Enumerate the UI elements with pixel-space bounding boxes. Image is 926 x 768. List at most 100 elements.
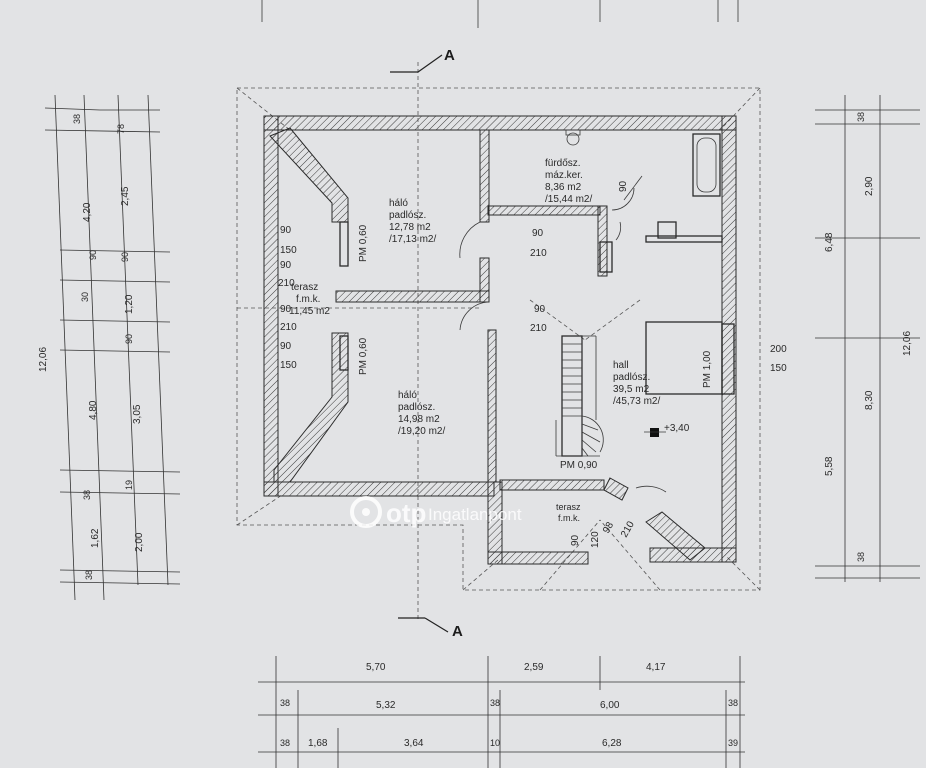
room-hall-area: 39,5 m2 xyxy=(613,384,650,395)
left-inner-dim-8: 2,00 xyxy=(134,532,145,552)
room-labels: háló padlósz. 12,78 m2 /17,13 m2/ fürdős… xyxy=(289,158,660,523)
top-edge-lines xyxy=(261,0,739,28)
right-dimension-chain: 38 2,90 6,48 8,30 5,58 38 12,06 xyxy=(815,95,920,582)
bottom-row2-dim-1: 38 xyxy=(280,698,290,708)
left-outer-dim-4: 30 xyxy=(80,292,90,302)
bottom-row1-dim-1: 5,70 xyxy=(366,662,386,673)
right-dim-6: 38 xyxy=(856,552,866,562)
right-dim-3: 6,48 xyxy=(824,232,835,252)
right-dim-total: 12,06 xyxy=(902,331,913,356)
door-bath-width: 90 xyxy=(532,228,544,239)
room-bedroom-bottom-name: háló xyxy=(398,390,417,401)
watermark: otp Ingatlanpont xyxy=(350,496,522,528)
room-terrace-left-floor: f.m.k. xyxy=(296,294,320,305)
left-outer-dim-5: 4,80 xyxy=(88,400,99,420)
bath-door-90: 90 xyxy=(618,180,629,192)
left-outer-dim-2: 4,20 xyxy=(82,202,93,222)
hall-window-box xyxy=(339,221,735,395)
room-bathroom-area-total: /15,44 m2/ xyxy=(545,194,592,205)
left-dim-total: 12,06 xyxy=(38,347,49,372)
pm-stairs-label: PM 0,90 xyxy=(560,460,598,471)
opening-90-c: 90 xyxy=(280,304,292,315)
door-bath-height: 210 xyxy=(530,248,547,259)
bottom-row3-dim-4: 10 xyxy=(490,738,500,748)
left-inner-dim-2: 2,45 xyxy=(120,186,131,206)
knee-walls xyxy=(269,127,706,561)
right-dim-2: 2,90 xyxy=(864,176,875,196)
left-inner-dim-3: 90 xyxy=(120,252,130,262)
room-hall-area-total: /45,73 m2/ xyxy=(613,396,660,407)
right-dim-5: 5,58 xyxy=(824,456,835,476)
level-marker-label: +3,40 xyxy=(664,423,690,434)
watermark-brand: otp xyxy=(386,498,426,528)
exterior-walls xyxy=(263,115,737,565)
room-bedroom-top-area-total: /17,13 m2/ xyxy=(389,234,436,245)
pm-top-label: PM 0,60 xyxy=(358,224,369,262)
room-terrace-left-name: terasz xyxy=(291,282,318,293)
section-mark-bottom: A xyxy=(452,623,463,640)
room-terrace-bottom-floor: f.m.k. xyxy=(558,513,580,523)
room-terrace-left-area: 11,45 m2 xyxy=(289,306,330,317)
bottom-row2-dim-4: 6,00 xyxy=(600,700,620,711)
bottom-row2-dim-3: 38 xyxy=(490,698,500,708)
bathroom-fixtures xyxy=(565,129,721,273)
opening-90-b: 90 xyxy=(280,260,292,271)
bottom-row3-dim-3: 3,64 xyxy=(404,738,424,749)
room-bedroom-bottom-area-total: /19,20 m2/ xyxy=(398,426,445,437)
left-outer-dim-3: 90 xyxy=(88,250,98,260)
section-mark-top: A xyxy=(444,47,455,64)
room-bathroom-area: 8,36 m2 xyxy=(545,182,582,193)
room-bedroom-top-floor: padlósz. xyxy=(389,210,426,221)
door-mid-width: 90 xyxy=(534,304,546,315)
opening-90-d: 90 xyxy=(280,341,292,352)
window-200: 200 xyxy=(770,344,787,355)
terrace-door-90: 90 xyxy=(570,534,581,546)
door-swings xyxy=(459,187,667,493)
left-inner-dim-1: 78 xyxy=(116,124,126,134)
bottom-row3-dim-6: 39 xyxy=(728,738,738,748)
room-hall-floor: padlósz. xyxy=(613,372,650,383)
left-outer-dim-6: 38 xyxy=(82,490,92,500)
left-outer-dim-8: 38 xyxy=(84,570,94,580)
pm-hall-label: PM 1,00 xyxy=(702,350,713,388)
room-terrace-bottom-name: terasz xyxy=(556,502,581,512)
section-line-a: A A xyxy=(390,47,463,640)
bottom-row1-dim-2: 2,59 xyxy=(524,662,544,673)
bottom-row3-dim-1: 38 xyxy=(280,738,290,748)
room-bathroom-name: fürdősz. xyxy=(545,158,581,169)
bottom-row2-dim-2: 5,32 xyxy=(376,700,396,711)
level-marker: +3,40 xyxy=(644,423,690,437)
bottom-dimension-chain: 5,70 2,59 4,17 38 5,32 38 6,00 38 38 1,6… xyxy=(258,656,745,768)
terrace-door-120: 120 xyxy=(590,531,601,548)
bottom-row1-dim-3: 4,17 xyxy=(646,662,666,673)
window-150: 150 xyxy=(770,363,787,374)
opening-210-b: 210 xyxy=(280,322,297,333)
room-bedroom-top-area: 12,78 m2 xyxy=(389,222,431,233)
staircase xyxy=(555,335,604,457)
left-outer-dim-7: 1,62 xyxy=(90,528,101,548)
left-outer-dim-1: 38 xyxy=(72,114,82,124)
terrace-door-98: 98 xyxy=(601,520,616,536)
left-dimension-chain: 12,06 38 4,20 90 30 4,80 38 1,62 38 78 2… xyxy=(38,94,181,601)
opening-150-b: 150 xyxy=(280,360,297,371)
left-inner-dim-7: 19 xyxy=(124,480,134,490)
left-inner-dim-6: 3,05 xyxy=(132,404,143,424)
room-bedroom-bottom-area: 14,98 m2 xyxy=(398,414,440,425)
opening-150-a: 150 xyxy=(280,245,297,256)
left-inner-dim-4: 1,20 xyxy=(124,294,135,314)
left-inner-dim-5: 90 xyxy=(124,334,134,344)
room-bedroom-bottom-floor: padlósz. xyxy=(398,402,435,413)
door-mid-height: 210 xyxy=(530,323,547,334)
pm-left-label: PM 0,60 xyxy=(358,337,369,375)
bottom-row3-dim-2: 1,68 xyxy=(308,738,328,749)
right-dim-1: 38 xyxy=(856,112,866,122)
room-hall-name: hall xyxy=(613,360,629,371)
opening-90-a: 90 xyxy=(280,225,292,236)
watermark-suffix: Ingatlanpont xyxy=(428,505,522,524)
watermark-logo-icon xyxy=(350,496,382,528)
interior-walls xyxy=(335,129,723,483)
right-dim-4: 8,30 xyxy=(864,390,875,410)
room-bathroom-floor: máz.ker. xyxy=(545,170,583,181)
terrace-door-210: 210 xyxy=(619,519,637,539)
